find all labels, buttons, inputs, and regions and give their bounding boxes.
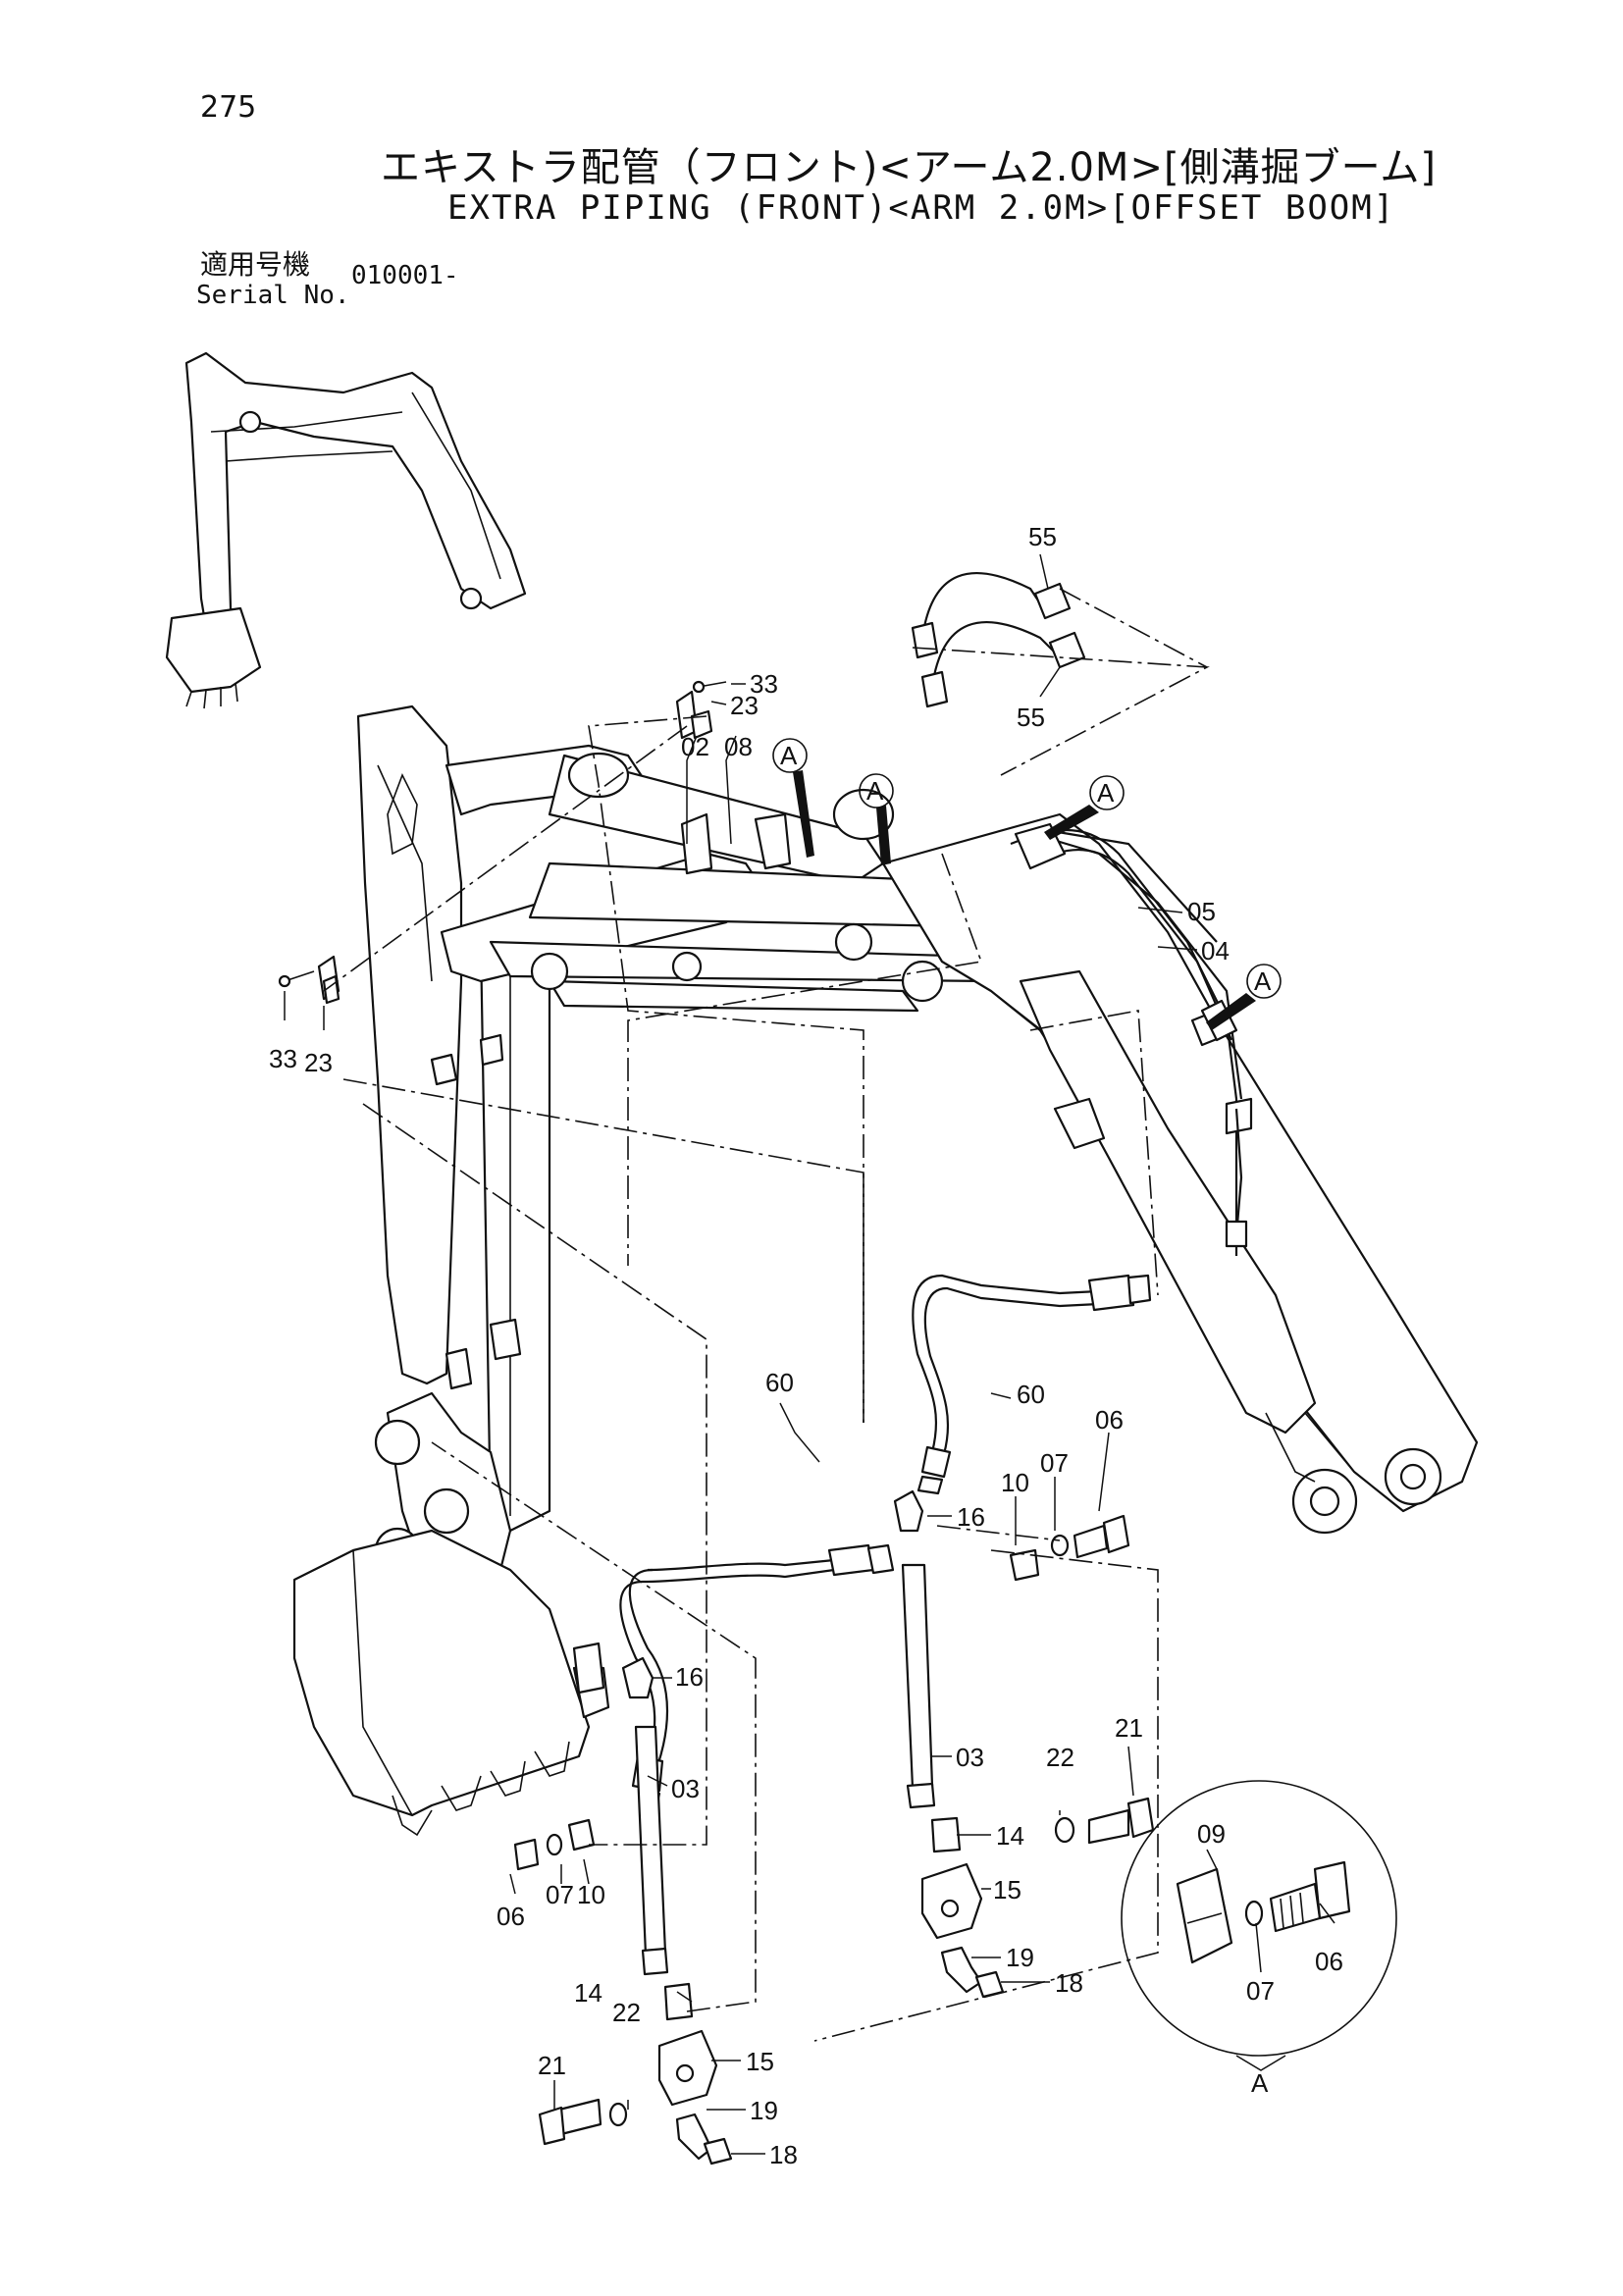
flag-a-label: A xyxy=(1097,778,1115,808)
part-label-55: 55 xyxy=(1017,703,1045,732)
part-label-19: 19 xyxy=(750,2096,778,2125)
boom-structure xyxy=(881,812,1479,1535)
part-label-14: 14 xyxy=(996,1821,1024,1851)
serial-label-english: Serial No. xyxy=(196,281,350,310)
part-label-33: 33 xyxy=(750,669,778,699)
part-label-04: 04 xyxy=(1201,936,1230,965)
part-label-10: 10 xyxy=(1001,1468,1029,1497)
serial-label-japanese: 適用号機 xyxy=(200,248,311,281)
detail-a-label: A xyxy=(1251,2068,1269,2098)
part-label-22: 22 xyxy=(612,1998,641,2027)
clamp-33-23-top xyxy=(675,680,727,740)
part-label-19: 19 xyxy=(1006,1943,1034,1972)
page-number: 275 xyxy=(200,90,257,125)
part-label-06: 06 xyxy=(497,1902,525,1931)
hose-60-right xyxy=(912,1274,1152,1495)
flag-a-label: A xyxy=(780,741,798,770)
part-label-21: 21 xyxy=(1115,1713,1143,1743)
part-label-55: 55 xyxy=(1028,522,1057,551)
part-label-02: 02 xyxy=(681,732,709,761)
part-label-60: 60 xyxy=(765,1368,794,1397)
clamp-33-23-left xyxy=(278,955,340,1005)
label-leaders xyxy=(284,553,1335,2155)
part-label-22: 22 xyxy=(1046,1743,1074,1772)
part-label-15: 15 xyxy=(746,2047,774,2076)
bucket xyxy=(292,1529,610,1837)
part-label-16: 16 xyxy=(675,1662,704,1692)
part-label-05: 05 xyxy=(1187,897,1216,926)
right-pipe-assembly xyxy=(893,1489,1155,1999)
flag-markers: A A A A xyxy=(772,738,1282,1030)
part-label-09: 09 xyxy=(1197,1819,1226,1849)
arm-clamps xyxy=(430,1033,605,1695)
part-label-07: 07 xyxy=(1246,1976,1275,2006)
flag-a-label: A xyxy=(866,776,884,806)
part-label-15: 15 xyxy=(993,1875,1021,1905)
excavator-overview-thumbnail xyxy=(165,351,527,709)
serial-number-value: 010001- xyxy=(351,261,459,290)
part-label-14: 14 xyxy=(574,1978,602,2008)
part-label-07: 07 xyxy=(1040,1448,1069,1478)
part-label-06: 06 xyxy=(1315,1947,1343,1976)
part-number-labels: 55 55 33 23 02 08 33 23 05 04 60 60 06 0… xyxy=(269,522,1343,2169)
part-label-18: 18 xyxy=(1055,1968,1083,1998)
part-label-23: 23 xyxy=(304,1048,333,1077)
part-label-07: 07 xyxy=(546,1880,574,1909)
part-label-23: 23 xyxy=(730,691,759,720)
hoses-55 xyxy=(911,571,1086,708)
page-title-japanese: エキストラ配管（フロント)<アーム2.0M>[側溝掘ブーム] xyxy=(381,145,1437,190)
page-title-english: EXTRA PIPING (FRONT)<ARM 2.0M>[OFFSET BO… xyxy=(447,188,1396,228)
part-label-21: 21 xyxy=(538,2051,566,2080)
part-label-03: 03 xyxy=(671,1774,700,1803)
part-label-60: 60 xyxy=(1017,1380,1045,1409)
part-label-08: 08 xyxy=(724,732,753,761)
assembly-dash-lines xyxy=(323,588,1210,2042)
boom-hoses xyxy=(1010,822,1253,1256)
part-label-16: 16 xyxy=(957,1502,985,1532)
part-label-03: 03 xyxy=(956,1743,984,1772)
detail-a-circle xyxy=(1121,1780,1397,2057)
part-label-10: 10 xyxy=(577,1880,605,1909)
flag-a-label: A xyxy=(1254,966,1272,996)
part-label-18: 18 xyxy=(769,2140,798,2169)
part-label-06: 06 xyxy=(1095,1405,1124,1435)
left-pipe-assembly xyxy=(513,1656,733,2166)
part-label-33: 33 xyxy=(269,1044,297,1073)
